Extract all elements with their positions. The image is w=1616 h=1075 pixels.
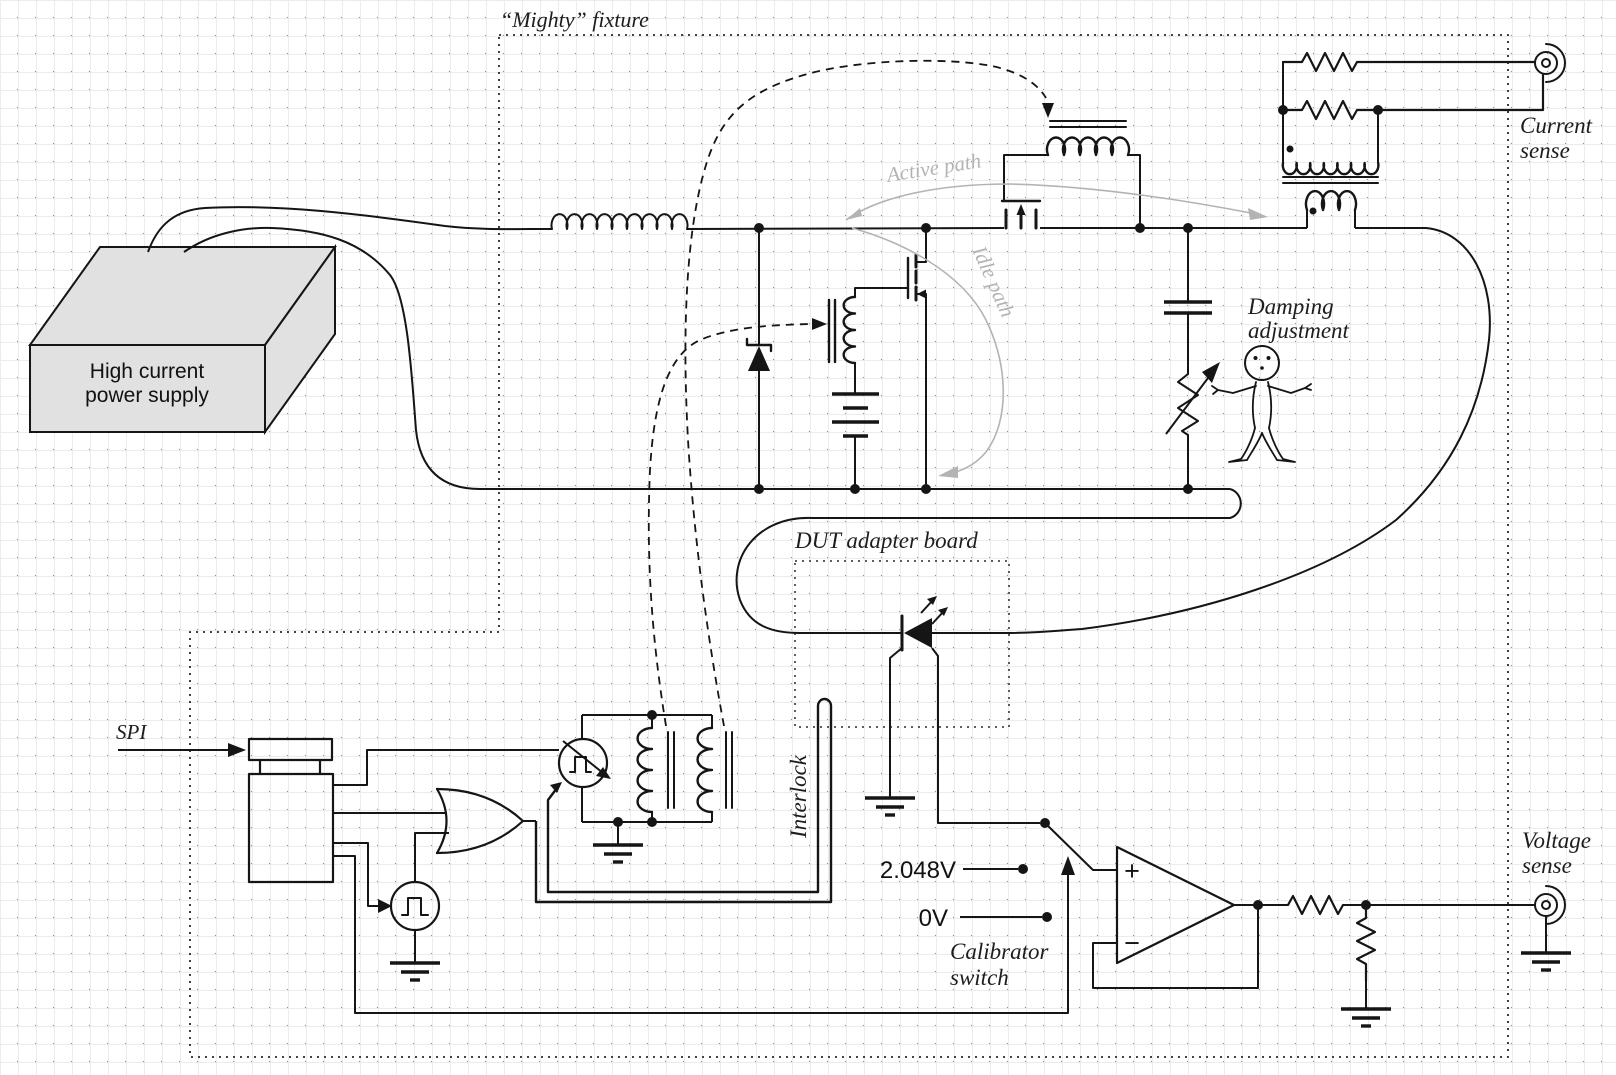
controller-wires	[333, 749, 1075, 1014]
led-cathode-ground	[865, 647, 915, 817]
relay-control-dashed-paths	[647, 59, 1054, 727]
opamp-plus: +	[1124, 856, 1140, 886]
or-gate	[414, 787, 536, 882]
dut-led	[900, 596, 948, 652]
active-path-label: Active path	[883, 148, 983, 187]
psu-label-line1: High current	[90, 360, 205, 383]
damping-rheostat	[1165, 362, 1220, 489]
calibrator-switch	[960, 818, 1117, 922]
snubber-battery	[832, 392, 879, 489]
high-current-power-supply	[28, 243, 337, 436]
spi-connector-block	[247, 737, 335, 884]
fixture-title: “Mighty” fixture	[500, 7, 649, 32]
voltage-sense-label-line2: sense	[1522, 853, 1572, 878]
output-resistor	[1286, 894, 1535, 916]
ref-0v-label: 0V	[919, 905, 948, 932]
fixture-boundary	[189, 34, 1509, 1058]
interlock-label: Interlock	[786, 754, 811, 839]
pulse-generator	[389, 880, 441, 982]
junction-dots	[754, 105, 1383, 494]
sense-resistor-bottom	[1281, 73, 1545, 121]
voltage-sense-bnc	[1521, 885, 1571, 972]
damping-label-line2: adjustment	[1248, 318, 1350, 343]
idle-path-annotation	[851, 227, 1005, 478]
spi-arrow	[118, 743, 246, 757]
relay-coils	[581, 710, 733, 827]
damping-label-line1: Damping	[1247, 294, 1334, 319]
current-sense-transformer	[1281, 62, 1380, 228]
dut-board-boundary	[794, 560, 1010, 728]
gate-drive-transformer-top	[1003, 120, 1141, 228]
idle-path-label: Idle path	[967, 241, 1020, 320]
sense-resistor-top	[1281, 51, 1537, 73]
technician-figure	[1211, 345, 1312, 463]
zener-diode	[745, 228, 773, 489]
calibrator-label-line2: switch	[950, 965, 1009, 990]
dut-board-label: DUT adapter board	[794, 528, 978, 553]
voltage-sense-label-line1: Voltage	[1522, 828, 1591, 853]
damping-capacitor	[1164, 228, 1212, 374]
psu-label-line2: power supply	[85, 384, 209, 407]
relay-ground	[593, 822, 643, 864]
current-sense-label-line2: sense	[1520, 138, 1570, 163]
calibrator-label-line1: Calibrator	[950, 939, 1049, 964]
current-sense-bnc	[1534, 43, 1566, 83]
psu-wires-and-rails	[147, 206, 1491, 634]
main-inductor	[550, 213, 689, 230]
spi-label: SPI	[116, 720, 147, 744]
ref-2048-label: 2.048V	[880, 857, 956, 884]
opamp-minus: −	[1124, 928, 1140, 958]
active-mosfet	[1000, 199, 1042, 230]
current-sense-label-line1: Current	[1520, 113, 1593, 138]
idle-mosfet	[906, 228, 927, 489]
gate-drive-transformer-mid	[827, 287, 908, 394]
buffer-opamp	[1092, 845, 1288, 989]
shunt-resistor	[1341, 903, 1391, 1028]
pulse-shaper	[557, 737, 611, 789]
interlock-loop	[534, 697, 833, 904]
led-to-switch-wire	[931, 647, 1040, 824]
active-path-annotation	[845, 183, 1268, 221]
